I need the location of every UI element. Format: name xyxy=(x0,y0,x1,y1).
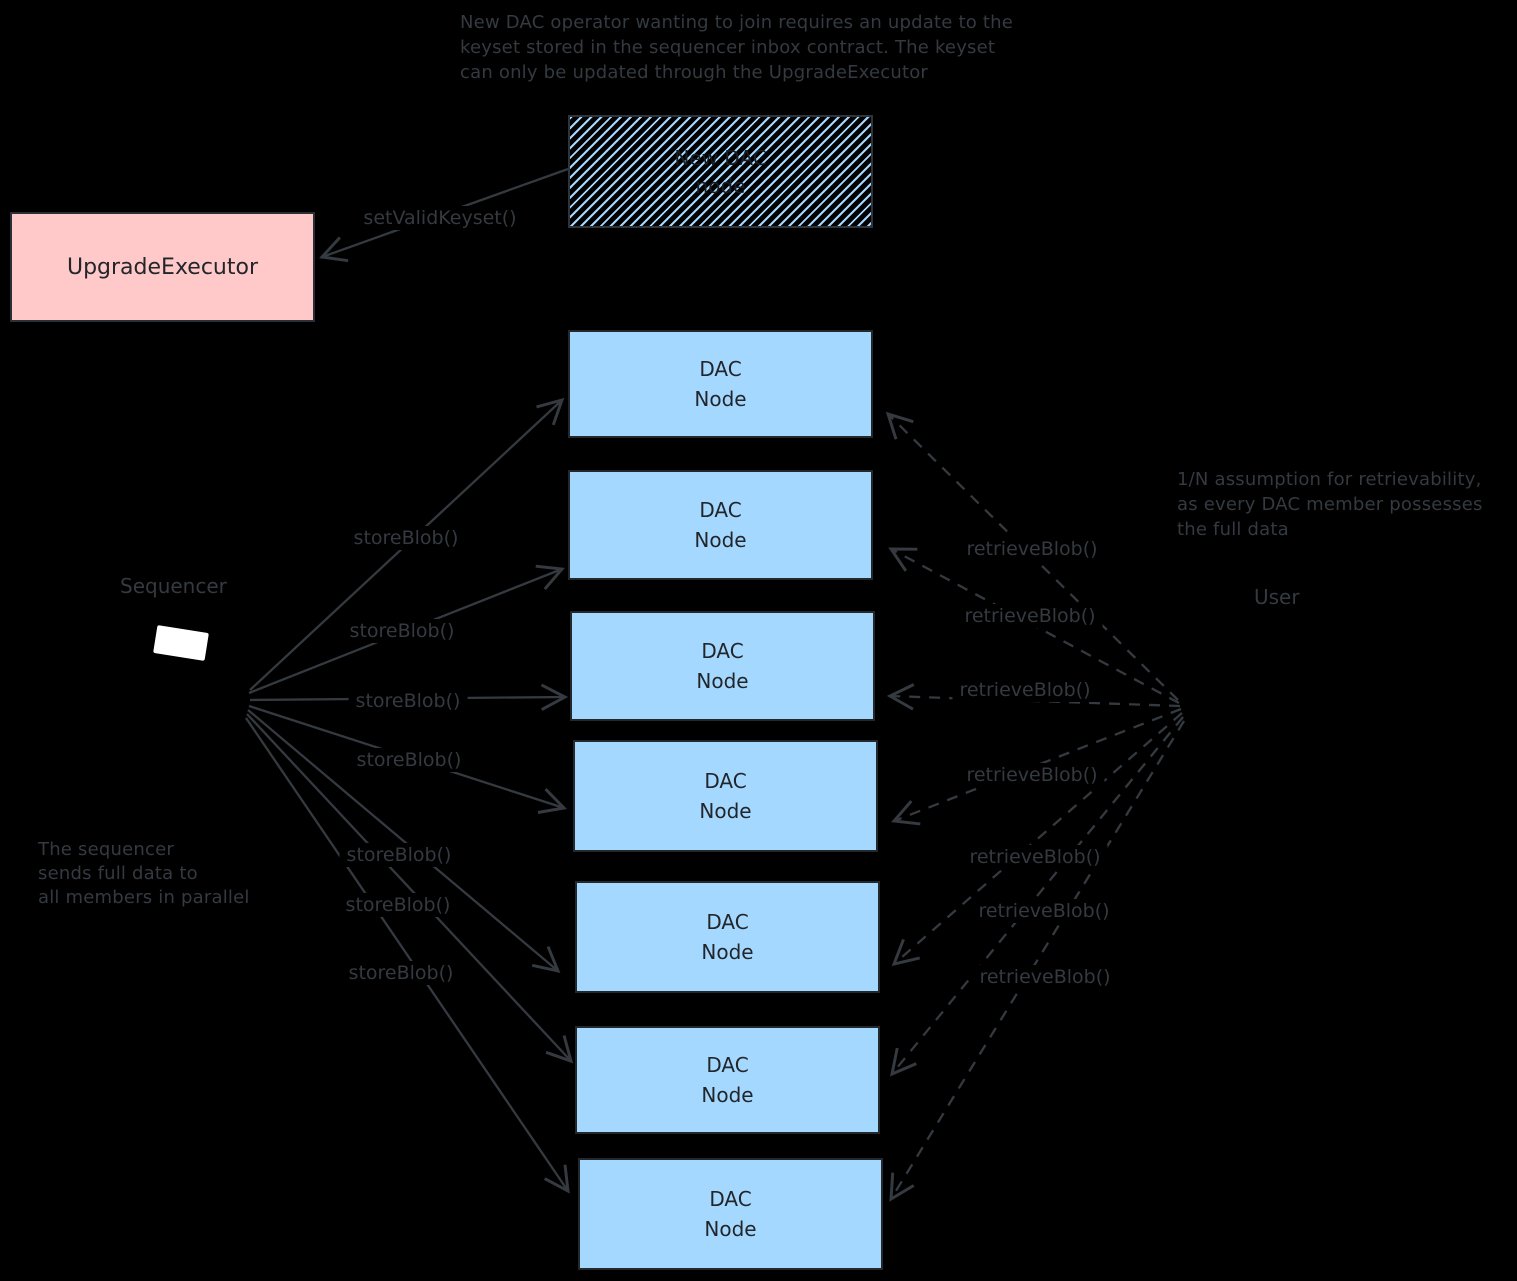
retrieve-blob-label-2: retrieveBlob() xyxy=(957,604,1103,628)
new-dac-node-label-line2: node xyxy=(695,173,746,198)
dac-node-box-6: DAC Node xyxy=(575,1026,880,1134)
retrievability-annotation: 1/N assumption for retrievability, as ev… xyxy=(1177,469,1483,540)
dac-node-label-line1: DAC xyxy=(709,1187,752,1211)
dac-node-label-line1: DAC xyxy=(706,1053,749,1077)
retrieve-blob-label-1: retrieveBlob() xyxy=(959,537,1105,561)
dac-node-label-line2: Node xyxy=(701,1083,754,1107)
dac-node-box-5: DAC Node xyxy=(575,881,880,993)
sequencer-parallel-annotation: The sequencer sends full data to all mem… xyxy=(38,839,250,908)
dac-node-label-line2: Node xyxy=(699,799,752,823)
dac-node-label-line2: Node xyxy=(701,940,754,964)
dac-node-label-line2: Node xyxy=(694,528,747,552)
dac-node-label-line1: DAC xyxy=(701,639,744,663)
retrieve-blob-label-4: retrieveBlob() xyxy=(959,763,1105,787)
sequencer-label: Sequencer xyxy=(120,574,227,598)
dac-node-label-line1: DAC xyxy=(699,498,742,522)
set-valid-keyset-label: setValidKeyset() xyxy=(356,206,524,230)
store-blob-label-1: storeBlob() xyxy=(346,526,466,550)
retrieve-blob-label-6: retrieveBlob() xyxy=(971,899,1117,923)
new-dac-node-box: New DAC node xyxy=(568,115,873,228)
top-annotation: New DAC operator wanting to join require… xyxy=(460,12,1013,83)
new-dac-node-label-line1: New DAC xyxy=(674,145,767,170)
upgrade-executor-box: UpgradeExecutor xyxy=(10,212,315,322)
retrieve-blob-label-7: retrieveBlob() xyxy=(972,965,1118,989)
store-blob-label-3: storeBlob() xyxy=(348,689,468,713)
dac-node-label-line1: DAC xyxy=(706,910,749,934)
retrieve-blob-label-5: retrieveBlob() xyxy=(962,845,1108,869)
dac-node-label-line1: DAC xyxy=(704,769,747,793)
retrieve-blob-label-3: retrieveBlob() xyxy=(952,678,1098,702)
dac-node-box-3: DAC Node xyxy=(570,611,875,721)
store-blob-label-2: storeBlob() xyxy=(342,619,462,643)
dac-node-box-7: DAC Node xyxy=(578,1158,883,1270)
user-label: User xyxy=(1254,585,1300,609)
store-blob-label-6: storeBlob() xyxy=(338,893,458,917)
dac-node-label-line1: DAC xyxy=(699,357,742,381)
store-blob-arrows xyxy=(245,397,574,1194)
dac-node-box-1: DAC Node xyxy=(568,330,873,438)
dac-node-label-line2: Node xyxy=(704,1217,757,1241)
dac-node-label-line2: Node xyxy=(696,669,749,693)
retrieve-blob-arrows xyxy=(885,411,1185,1202)
store-blob-label-5: storeBlob() xyxy=(339,843,459,867)
dac-node-label-line2: Node xyxy=(694,387,747,411)
dac-node-box-4: DAC Node xyxy=(573,740,878,852)
store-blob-label-4: storeBlob() xyxy=(349,748,469,772)
dac-node-box-2: DAC Node xyxy=(568,470,873,580)
store-blob-label-7: storeBlob() xyxy=(341,961,461,985)
upgrade-executor-label: UpgradeExecutor xyxy=(66,254,258,280)
